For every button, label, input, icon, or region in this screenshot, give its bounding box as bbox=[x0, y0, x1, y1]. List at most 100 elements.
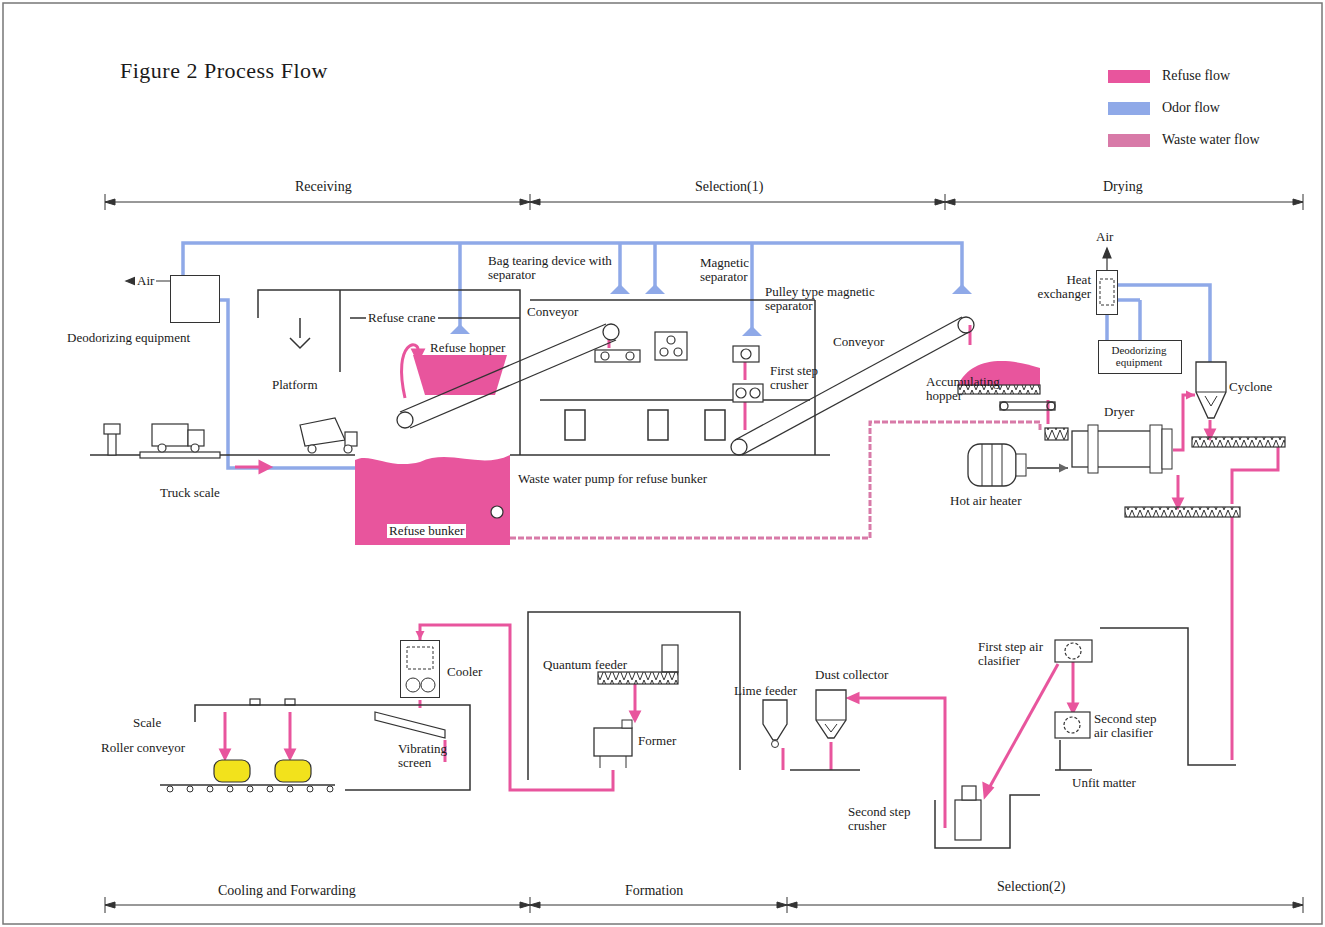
machine bbox=[595, 350, 640, 362]
conveyor bbox=[400, 324, 606, 412]
equipment-label: Hot air heater bbox=[950, 494, 1021, 508]
roller bbox=[307, 786, 313, 792]
dimension-line bbox=[945, 199, 955, 205]
conveyor bbox=[1000, 402, 1008, 410]
truck bbox=[191, 444, 199, 452]
support-frame bbox=[160, 612, 1236, 848]
hood bbox=[450, 324, 470, 334]
equipment-shape bbox=[1196, 392, 1226, 393]
equipment-symbol bbox=[1068, 425, 1173, 473]
equipment-shape bbox=[1088, 425, 1098, 473]
equipment-shape bbox=[1150, 425, 1162, 473]
refuse-flow bbox=[1232, 447, 1278, 504]
refuse-flow bbox=[849, 694, 858, 702]
machine bbox=[962, 786, 976, 800]
odor-duct bbox=[618, 243, 622, 286]
refuse-flow bbox=[631, 712, 639, 720]
part-label: Platform bbox=[272, 378, 318, 392]
part-label: Air bbox=[1096, 230, 1113, 244]
equipment-shape bbox=[816, 690, 846, 738]
roller bbox=[227, 786, 233, 792]
equipment-shape bbox=[825, 724, 837, 732]
equipment-shape bbox=[407, 647, 433, 669]
hood bbox=[450, 284, 972, 336]
equipment-node: Heat exchanger bbox=[1096, 270, 1118, 315]
flow-line bbox=[420, 625, 613, 790]
equipment-label: Cooler bbox=[447, 665, 482, 679]
refuse-flow bbox=[1231, 517, 1234, 760]
equipment-label: Dust collector bbox=[815, 668, 888, 682]
machine bbox=[733, 346, 759, 362]
part-label: Conveyor bbox=[833, 335, 884, 349]
truck bbox=[345, 432, 357, 446]
part-label: Vibrating screen bbox=[398, 742, 463, 770]
machine bbox=[660, 348, 668, 356]
flow-connector bbox=[1027, 464, 1068, 473]
part-label: Formation bbox=[625, 884, 683, 898]
dimension-line bbox=[1293, 902, 1303, 908]
machine bbox=[601, 352, 609, 360]
refuse-flow bbox=[744, 402, 747, 430]
support-frame bbox=[935, 795, 1040, 848]
part-label: Magnetic separator bbox=[700, 256, 765, 284]
roller bbox=[207, 786, 213, 792]
legend-text: Waste water flow bbox=[1162, 132, 1260, 148]
equipment-symbol bbox=[1195, 362, 1227, 420]
refuse-flow bbox=[235, 466, 262, 469]
machine bbox=[667, 336, 675, 344]
support-frame bbox=[1055, 769, 1092, 771]
support-frame bbox=[1100, 628, 1236, 765]
refuse-flow bbox=[289, 712, 292, 752]
legend-text: Refuse flow bbox=[1162, 68, 1230, 84]
refuse-flow bbox=[221, 325, 1278, 828]
machine bbox=[955, 800, 981, 840]
equipment-node: Dust collector bbox=[815, 690, 847, 740]
equipment-node: Lime feeder bbox=[762, 700, 788, 748]
conveyor bbox=[958, 317, 974, 333]
refuse-flow bbox=[419, 700, 422, 708]
roller bbox=[167, 786, 173, 792]
machine bbox=[1125, 507, 1240, 517]
refuse-flow bbox=[830, 742, 833, 770]
refuse-flow bbox=[984, 784, 992, 796]
machine bbox=[1065, 643, 1081, 659]
equipment-label: Cyclone bbox=[1229, 380, 1272, 394]
dimension-line bbox=[530, 199, 540, 205]
conveyor bbox=[410, 340, 616, 428]
machine bbox=[1055, 712, 1090, 738]
conveyor bbox=[1000, 402, 1055, 410]
machine bbox=[1045, 428, 1068, 440]
dimension-line bbox=[787, 902, 797, 908]
legend-swatch bbox=[1108, 102, 1150, 115]
machine bbox=[214, 332, 1285, 840]
arrowhead bbox=[1186, 391, 1195, 400]
roller bbox=[247, 786, 253, 792]
refuse-flow bbox=[286, 750, 294, 758]
part-label: Refuse bunker bbox=[387, 524, 466, 538]
machine bbox=[750, 388, 760, 398]
hood bbox=[645, 284, 665, 294]
conveyor bbox=[1047, 402, 1055, 410]
refuse-flow bbox=[1072, 662, 1075, 706]
part-label: Cooling and Forwarding bbox=[218, 884, 356, 898]
flow-line bbox=[1173, 395, 1195, 450]
part-label: Unfit matter bbox=[1072, 776, 1136, 790]
equipment-shape bbox=[1100, 279, 1114, 305]
machine bbox=[375, 712, 445, 738]
ground bbox=[258, 290, 520, 455]
refuse-flow bbox=[413, 355, 507, 395]
support-frame bbox=[528, 612, 740, 780]
part-label: First step air clasifier bbox=[978, 640, 1050, 668]
equipment-node: Deodorizing equipment bbox=[1098, 340, 1182, 374]
part-label: Refuse hopper bbox=[430, 341, 505, 355]
part-label: Bag tearing device with separator bbox=[488, 254, 613, 282]
ground bbox=[648, 410, 668, 440]
refuse-flow bbox=[969, 325, 972, 345]
roller bbox=[187, 786, 193, 792]
part-label: Second step air clasifier bbox=[1094, 712, 1172, 740]
flow-connector bbox=[1173, 391, 1195, 451]
hood bbox=[742, 326, 762, 336]
machine bbox=[285, 699, 295, 705]
dimension-line bbox=[105, 902, 115, 908]
machine bbox=[250, 699, 260, 705]
